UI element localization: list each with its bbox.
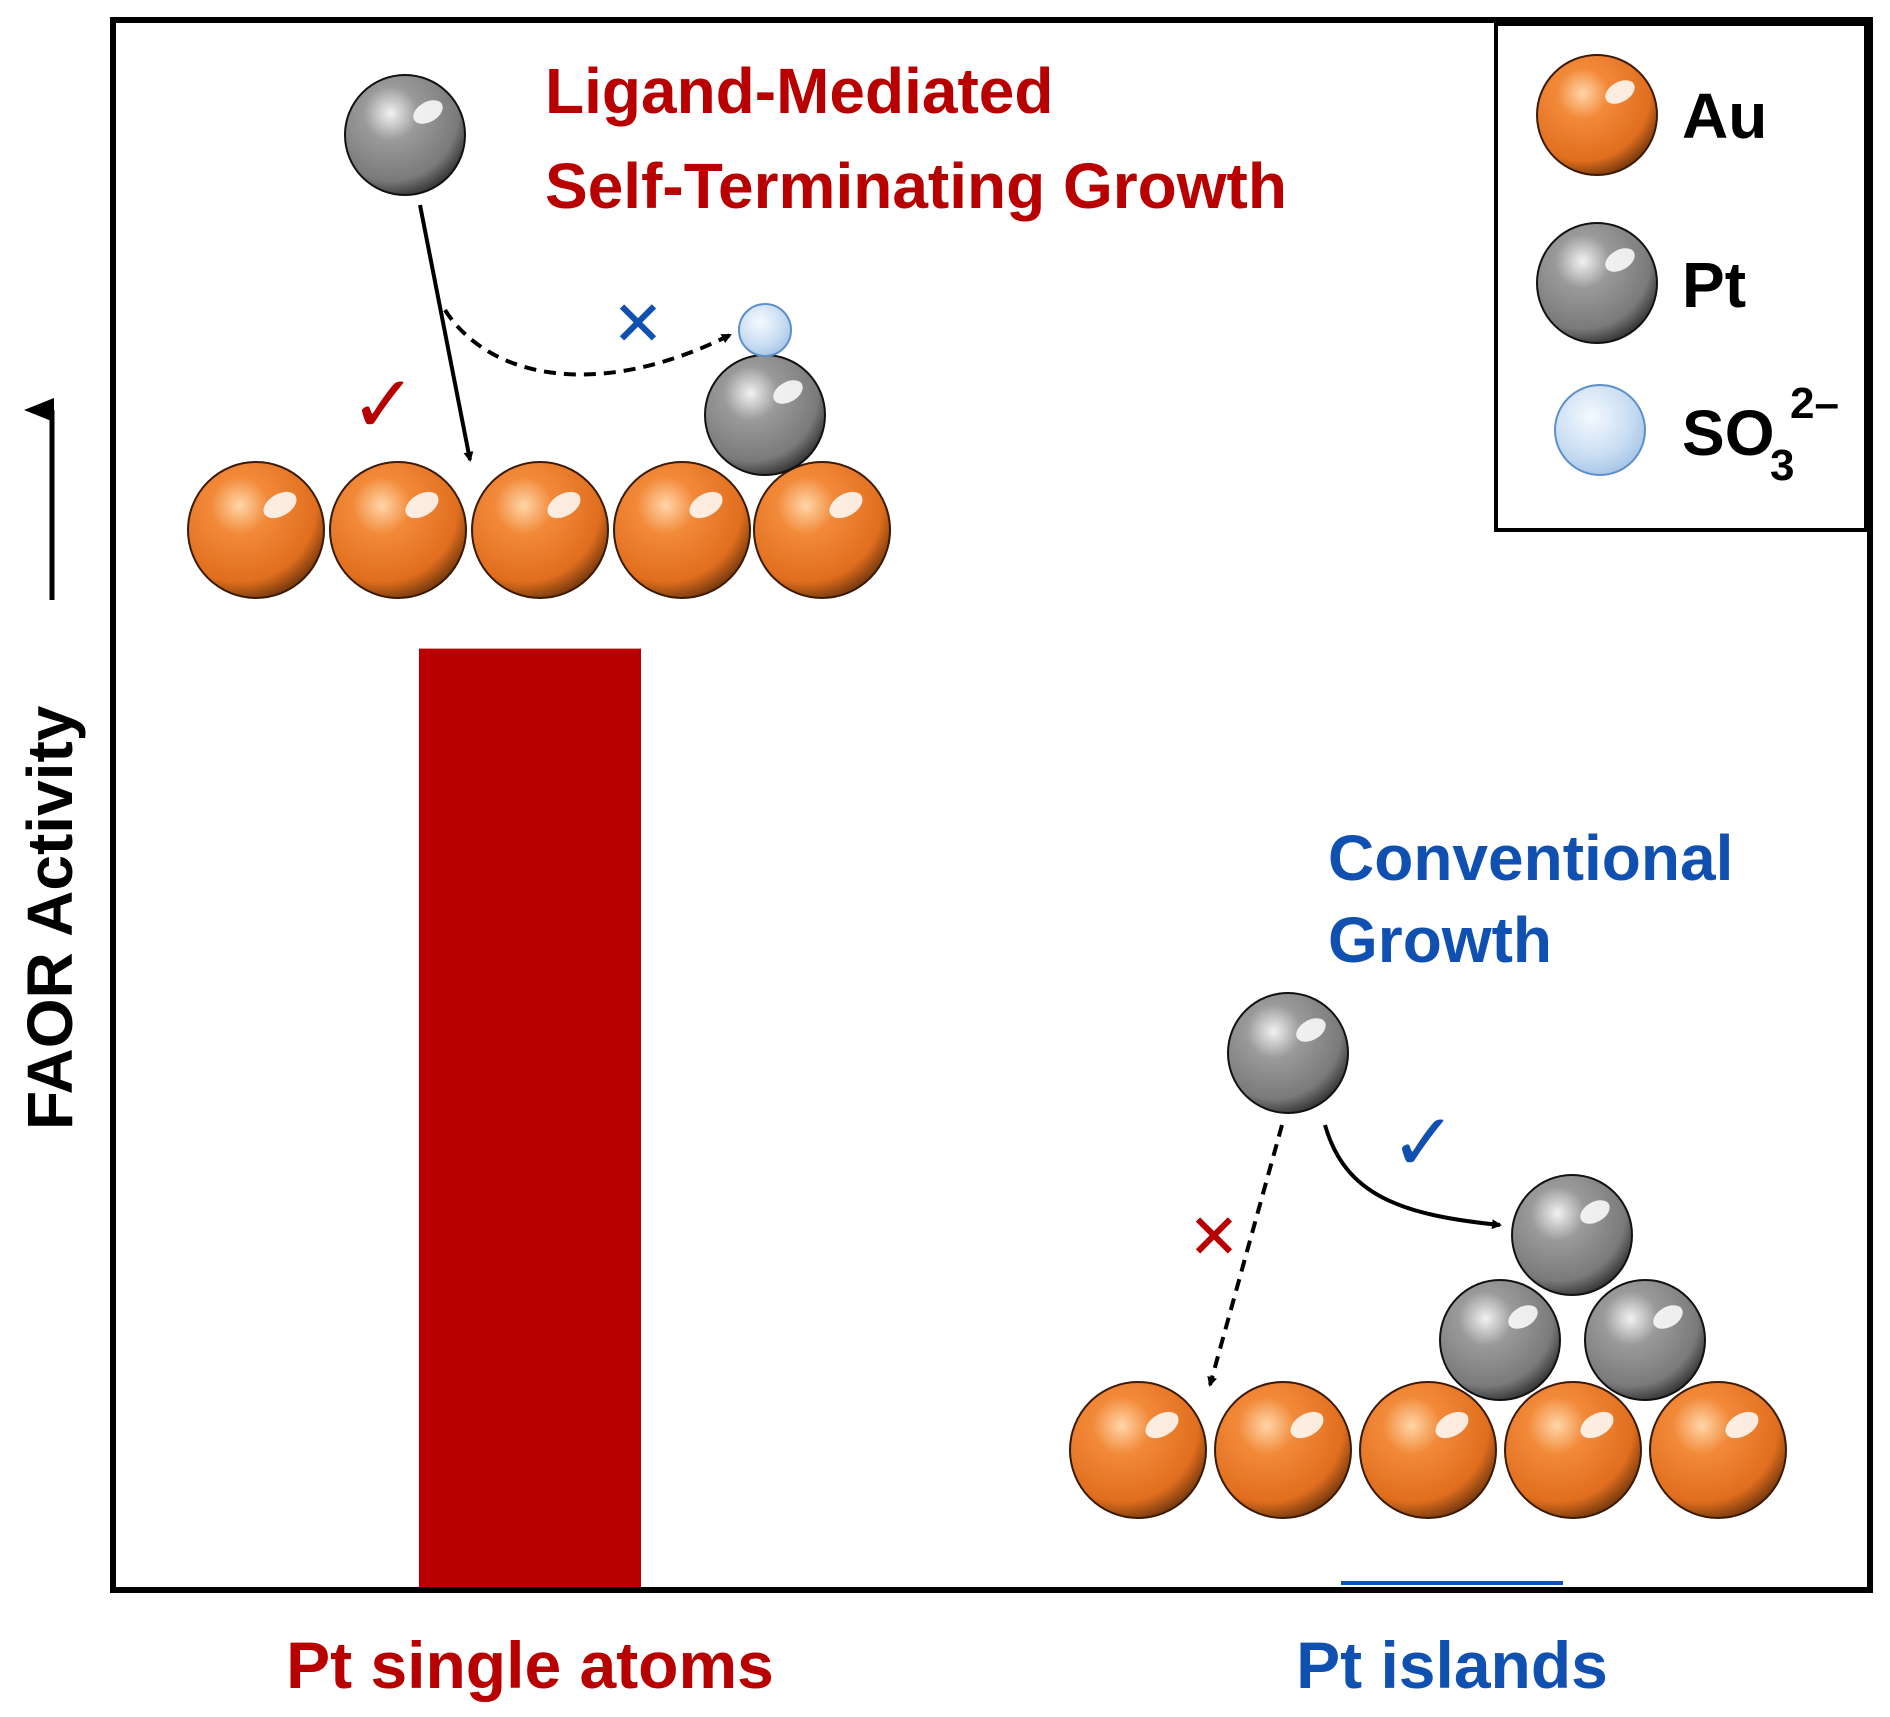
blocked-arrow: [443, 308, 732, 377]
single-atom-illustration: ✓ ✕: [187, 74, 891, 599]
au-sphere-icon: [1536, 54, 1658, 176]
conventional-title-line2: Growth: [1328, 904, 1552, 976]
y-axis-label-group: FAOR Activity: [14, 398, 86, 1130]
island-growth-arrow: [1323, 1124, 1502, 1230]
so3-sphere-icon: [1554, 384, 1646, 476]
au-atom: [329, 461, 467, 599]
au-atom: [613, 461, 751, 599]
au-atom: [471, 461, 609, 599]
au-atom: [1214, 1381, 1352, 1519]
pt-atom-island-top: [1511, 1174, 1633, 1296]
so3-base: SO: [1682, 397, 1774, 469]
au-atom: [753, 461, 891, 599]
y-axis-label: FAOR Activity: [14, 705, 86, 1130]
au-atom: [1359, 1381, 1497, 1519]
pt-atom-surface: [704, 354, 826, 476]
bar-pt-single-atoms: [419, 648, 641, 1587]
category-label-single-atoms: Pt single atoms: [286, 1628, 774, 1702]
au-atom: [1649, 1381, 1787, 1519]
so3-subscript: 3: [1770, 441, 1794, 490]
ligand-title-line1: Ligand-Mediated: [545, 55, 1053, 127]
legend-label-au: Au: [1682, 80, 1767, 152]
cross-mark-blue: ✕: [612, 290, 664, 359]
bar-pt-islands: [1341, 1581, 1563, 1585]
plot-frame: [110, 17, 1873, 1593]
au-atom: [1504, 1381, 1642, 1519]
cross-mark-red: ✕: [1188, 1203, 1240, 1272]
pt-atom-island: [1439, 1279, 1561, 1401]
au-row-lower: [1069, 1381, 1787, 1519]
au-atom: [1069, 1381, 1207, 1519]
conventional-title-line1: Conventional: [1328, 822, 1733, 894]
pt-atom-incoming: [1227, 992, 1349, 1114]
category-label-islands: Pt islands: [1296, 1628, 1608, 1702]
au-atom: [187, 461, 325, 599]
pt-atom-island: [1584, 1279, 1706, 1401]
au-row-upper: [187, 461, 891, 599]
bars: [419, 648, 1563, 1587]
so3-superscript: 2–: [1790, 379, 1839, 428]
check-mark-blue: ✓: [1390, 1098, 1457, 1187]
legend-label-so3: SO: [1682, 397, 1774, 469]
legend: Au Pt SO 3 2–: [1494, 22, 1868, 532]
legend-label-pt: Pt: [1682, 249, 1746, 321]
check-mark-red: ✓: [350, 360, 417, 449]
pt-atom-incoming: [344, 74, 466, 196]
pt-sphere-icon: [1536, 222, 1658, 344]
blocked-arrow: [1207, 1124, 1284, 1387]
ligand-title-line2: Self-Terminating Growth: [545, 150, 1287, 222]
so3-ligand: [738, 303, 792, 357]
island-illustration: ✕ ✓: [1069, 992, 1787, 1519]
deposition-arrow: [418, 204, 474, 462]
